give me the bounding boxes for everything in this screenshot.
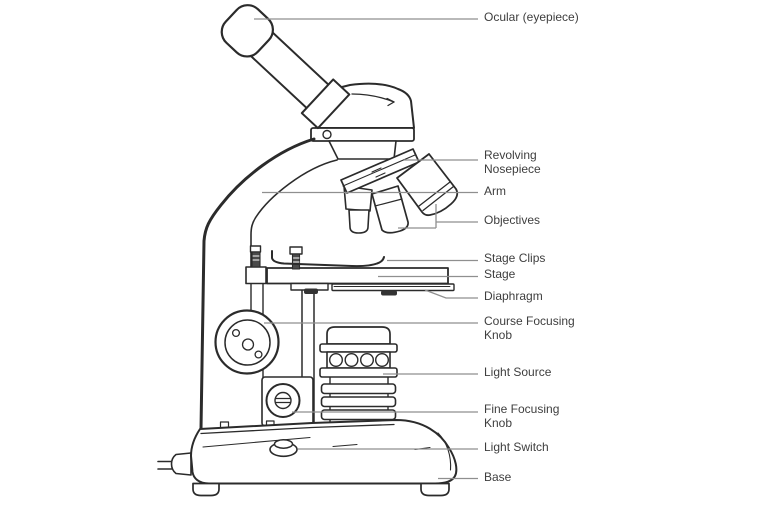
label-stage: Stage — [484, 267, 516, 281]
leader-objectives — [398, 204, 478, 229]
label-diaphragm: Diaphragm — [484, 289, 543, 303]
leader-lines — [254, 18, 478, 480]
stage-clip-spring — [271, 250, 385, 268]
base-drawing — [157, 419, 458, 497]
label-fine-focusing-knob: Fine Focusing Knob — [484, 402, 560, 430]
stage-group — [245, 245, 449, 285]
power-cord-plug — [170, 452, 192, 476]
diaphragm-tray — [331, 283, 455, 292]
substage-group — [290, 282, 455, 430]
label-revolving-nosepiece: Revolving Nosepiece — [484, 148, 541, 176]
label-arm: Arm — [484, 184, 506, 198]
light-source-drawing — [319, 326, 398, 433]
base-foot-left — [192, 482, 220, 497]
label-objectives: Objectives — [484, 213, 541, 227]
label-ocular: Ocular (eyepiece) — [484, 10, 579, 24]
label-light-source: Light Source — [484, 365, 552, 379]
label-base: Base — [484, 470, 512, 484]
objectives-group — [340, 148, 459, 234]
leader-diaphragm — [424, 289, 478, 299]
power-cord — [157, 460, 173, 470]
base-foot-right — [420, 482, 450, 497]
ocular-eyepiece-tube — [220, 4, 351, 130]
fine-focusing-knob-drawing — [261, 376, 314, 427]
label-course-focusing-knob: Course Focusing Knob — [484, 314, 575, 342]
coarse-focusing-knob-drawing — [214, 309, 280, 375]
label-light-switch: Light Switch — [484, 440, 549, 454]
head-screw-icon — [322, 129, 332, 140]
label-stage-clips: Stage Clips — [484, 251, 546, 265]
